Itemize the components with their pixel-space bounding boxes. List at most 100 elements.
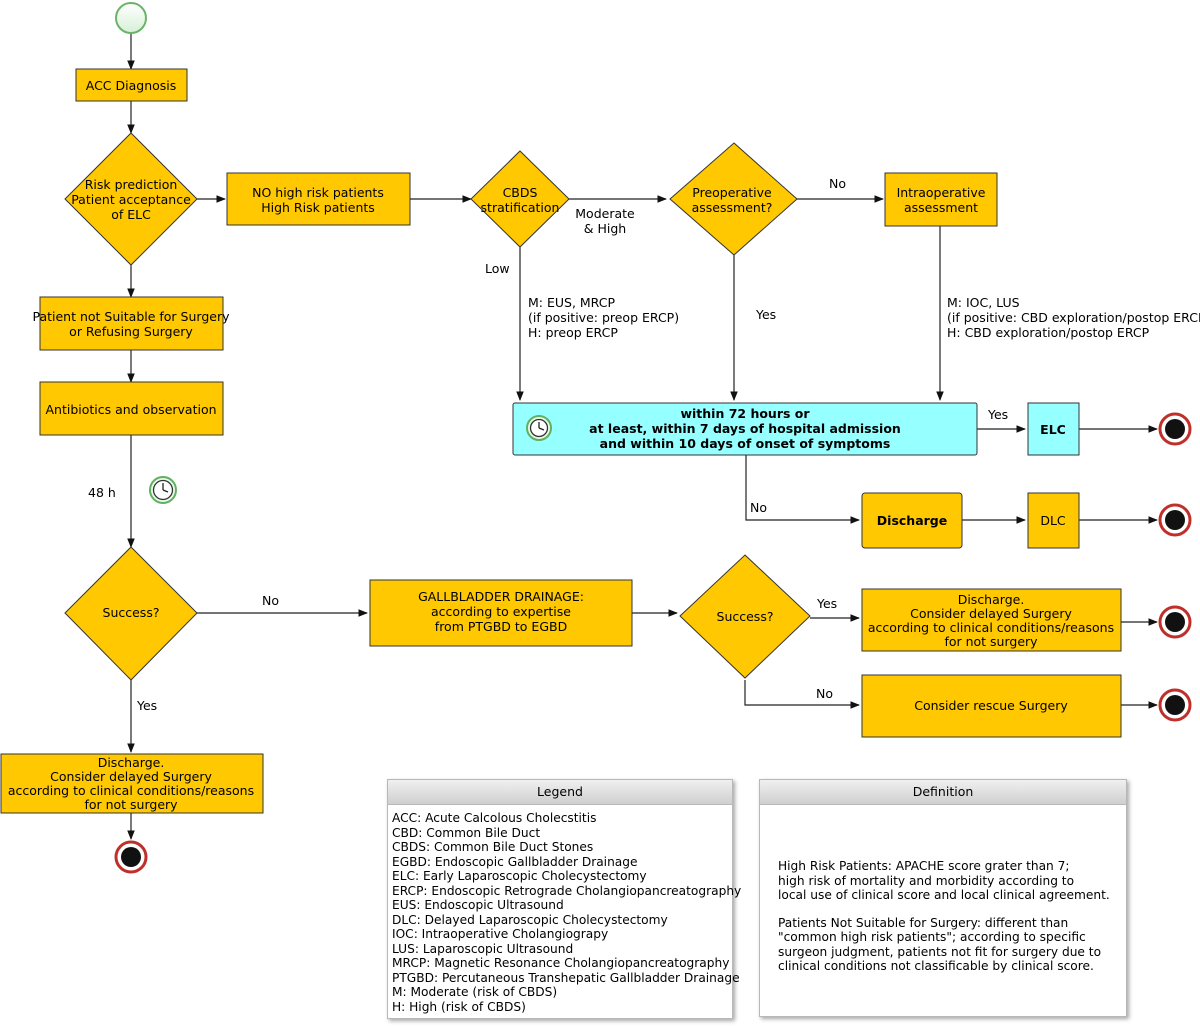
timing-line-1: within 72 hours or bbox=[680, 406, 810, 421]
discharge-box: Discharge bbox=[861, 492, 963, 549]
edge-success-to-rescue bbox=[744, 680, 860, 709]
label-no-rescue: No bbox=[816, 686, 833, 701]
discharge-left-line-3: according to clinical conditions/reasons bbox=[8, 783, 254, 798]
legend-panel: Legend ACC: Acute Calcolous Cholecstitis… bbox=[387, 779, 742, 1019]
label-yes-elc: Yes bbox=[987, 407, 1008, 422]
cbds-stratification-decision: CBDS stratification bbox=[470, 150, 570, 248]
antibiotics-label: Antibiotics and observation bbox=[45, 402, 216, 417]
discharge-right-line-2: Consider delayed Surgery bbox=[910, 606, 1072, 621]
discharge-left-line-4: for not surgery bbox=[84, 797, 178, 812]
label-intraop-methods-2: (if positive: CBD exploration/postop ERC… bbox=[947, 310, 1200, 325]
discharge-left-line-2: Consider delayed Surgery bbox=[50, 769, 212, 784]
intraop-line-2: assessment bbox=[904, 200, 978, 215]
clock-icon-48h bbox=[149, 476, 177, 504]
elc-label: ELC bbox=[1040, 422, 1066, 437]
high-risk-line-1: NO high risk patients bbox=[252, 185, 384, 200]
rescue-surgery-box: Consider rescue Surgery bbox=[861, 674, 1122, 738]
not-suitable-box: Patient not Suitable for Surgery or Refu… bbox=[32, 296, 230, 351]
legend-item: EUS: Endoscopic Ultrasound bbox=[392, 898, 564, 912]
risk-line-1: Risk prediction bbox=[85, 177, 178, 192]
definition-body: High Risk Patients: APACHE score grater … bbox=[760, 805, 1126, 974]
legend-item: PTGBD: Percutaneous Transhepatic Gallbla… bbox=[392, 970, 740, 985]
definition-title: Definition bbox=[760, 780, 1126, 805]
intraop-line-1: Intraoperative bbox=[897, 185, 986, 200]
discharge-right-line-1: Discharge. bbox=[958, 592, 1025, 607]
cbds-line-1: CBDS bbox=[503, 185, 538, 200]
legend-item: DLC: Delayed Laparoscopic Cholecystectom… bbox=[392, 912, 668, 927]
label-low: Low bbox=[485, 261, 510, 276]
label-no-discharge: No bbox=[750, 500, 767, 515]
label-high: & High bbox=[584, 221, 626, 236]
preoperative-decision: Preoperative assessment? bbox=[669, 142, 798, 256]
legend-item: CBDS: Common Bile Duct Stones bbox=[392, 840, 594, 854]
drainage-line-2: according to expertise bbox=[431, 604, 571, 619]
timing-line-2: at least, within 7 days of hospital admi… bbox=[589, 421, 901, 436]
preop-line-1: Preoperative bbox=[692, 185, 772, 200]
legend-item: IOC: Intraoperative Cholangiograpy bbox=[392, 927, 609, 941]
legend-item: CBD: Common Bile Duct bbox=[392, 825, 541, 840]
legend-item: ELC: Early Laparoscopic Cholecystectomy bbox=[392, 869, 647, 883]
drainage-box: GALLBLADDER DRAINAGE: according to exper… bbox=[369, 579, 633, 647]
discharge-right-line-4: for not surgery bbox=[944, 634, 1038, 649]
intraoperative-box: Intraoperative assessment bbox=[884, 172, 998, 227]
label-cbds-methods-3: H: preop ERCP bbox=[528, 325, 618, 340]
clock-icon bbox=[526, 415, 552, 441]
success-right-decision: Success? bbox=[679, 554, 811, 679]
risk-line-2: Patient acceptance bbox=[71, 192, 191, 207]
acc-diagnosis-label: ACC Diagnosis bbox=[86, 78, 177, 93]
high-risk-line-2: High Risk patients bbox=[261, 200, 375, 215]
dlc-box: DLC bbox=[1027, 492, 1080, 549]
not-suitable-line-2: or Refusing Surgery bbox=[69, 324, 193, 339]
definition-not-suitable: Patients Not Suitable for Surgery: diffe… bbox=[778, 915, 1102, 974]
label-no-drainage: No bbox=[262, 593, 279, 608]
legend-item: ERCP: Endoscopic Retrograde Cholangiopan… bbox=[392, 883, 742, 898]
end-node-dlc bbox=[1158, 503, 1192, 537]
discharge-label: Discharge bbox=[877, 513, 947, 528]
success-left-label: Success? bbox=[103, 605, 160, 620]
discharge-left-line-1: Discharge. bbox=[98, 755, 165, 770]
connectors bbox=[127, 33, 1158, 840]
label-48h: 48 h bbox=[88, 485, 116, 500]
definition-high-risk: High Risk Patients: APACHE score grater … bbox=[778, 859, 1110, 902]
end-node-elc bbox=[1158, 412, 1192, 446]
rescue-label: Consider rescue Surgery bbox=[914, 698, 1068, 713]
discharge-delayed-left-box: Discharge. Consider delayed Surgery acco… bbox=[0, 753, 264, 814]
label-yes-preop: Yes bbox=[755, 307, 776, 322]
end-node-discharge-right bbox=[1158, 605, 1192, 639]
discharge-right-line-3: according to clinical conditions/reasons bbox=[868, 620, 1114, 635]
legend-item: ACC: Acute Calcolous Cholecstitis bbox=[392, 811, 597, 825]
timing-box: within 72 hours or at least, within 7 da… bbox=[512, 402, 978, 456]
legend-item: EGBD: Endoscopic Gallbladder Drainage bbox=[392, 854, 638, 869]
antibiotics-box: Antibiotics and observation bbox=[39, 381, 224, 436]
cbds-line-2: stratification bbox=[481, 200, 560, 215]
high-risk-box: NO high risk patients High Risk patients bbox=[226, 172, 411, 226]
risk-prediction-decision: Risk prediction Patient acceptance of EL… bbox=[64, 132, 198, 266]
drainage-line-3: from PTGBD to EGBD bbox=[435, 619, 567, 634]
preop-line-2: assessment? bbox=[692, 200, 773, 215]
edge-labels: No Moderate & High Low M: EUS, MRCP (if … bbox=[88, 176, 1200, 713]
legend-title: Legend bbox=[388, 780, 732, 805]
elc-box: ELC bbox=[1027, 402, 1080, 456]
start-node bbox=[115, 2, 147, 34]
timing-line-3: and within 10 days of onset of symptoms bbox=[600, 436, 891, 451]
legend-item: M: Moderate (risk of CBDS) bbox=[392, 985, 558, 999]
success-left-decision: Success? bbox=[64, 546, 198, 681]
acc-diagnosis-box: ACC Diagnosis bbox=[75, 68, 188, 102]
drainage-line-1: GALLBLADDER DRAINAGE: bbox=[418, 589, 584, 604]
label-cbds-methods-1: M: EUS, MRCP bbox=[528, 295, 615, 310]
label-intraop-methods-3: H: CBD exploration/postop ERCP bbox=[947, 325, 1150, 340]
label-cbds-methods-2: (if positive: preop ERCP) bbox=[528, 310, 679, 325]
label-intraop-methods-1: M: IOC, LUS bbox=[947, 295, 1020, 310]
risk-line-3: of ELC bbox=[111, 207, 151, 222]
not-suitable-line-1: Patient not Suitable for Surgery bbox=[32, 309, 230, 324]
edge-timing-to-discharge bbox=[745, 455, 860, 524]
definition-panel: Definition High Risk Patients: APACHE sc… bbox=[759, 779, 1127, 1017]
label-no-top: No bbox=[829, 176, 846, 191]
success-right-label: Success? bbox=[717, 609, 774, 624]
label-yes-right: Yes bbox=[816, 596, 837, 611]
legend-item: H: High (risk of CBDS) bbox=[392, 999, 526, 1014]
end-node-discharge-left bbox=[114, 840, 148, 874]
